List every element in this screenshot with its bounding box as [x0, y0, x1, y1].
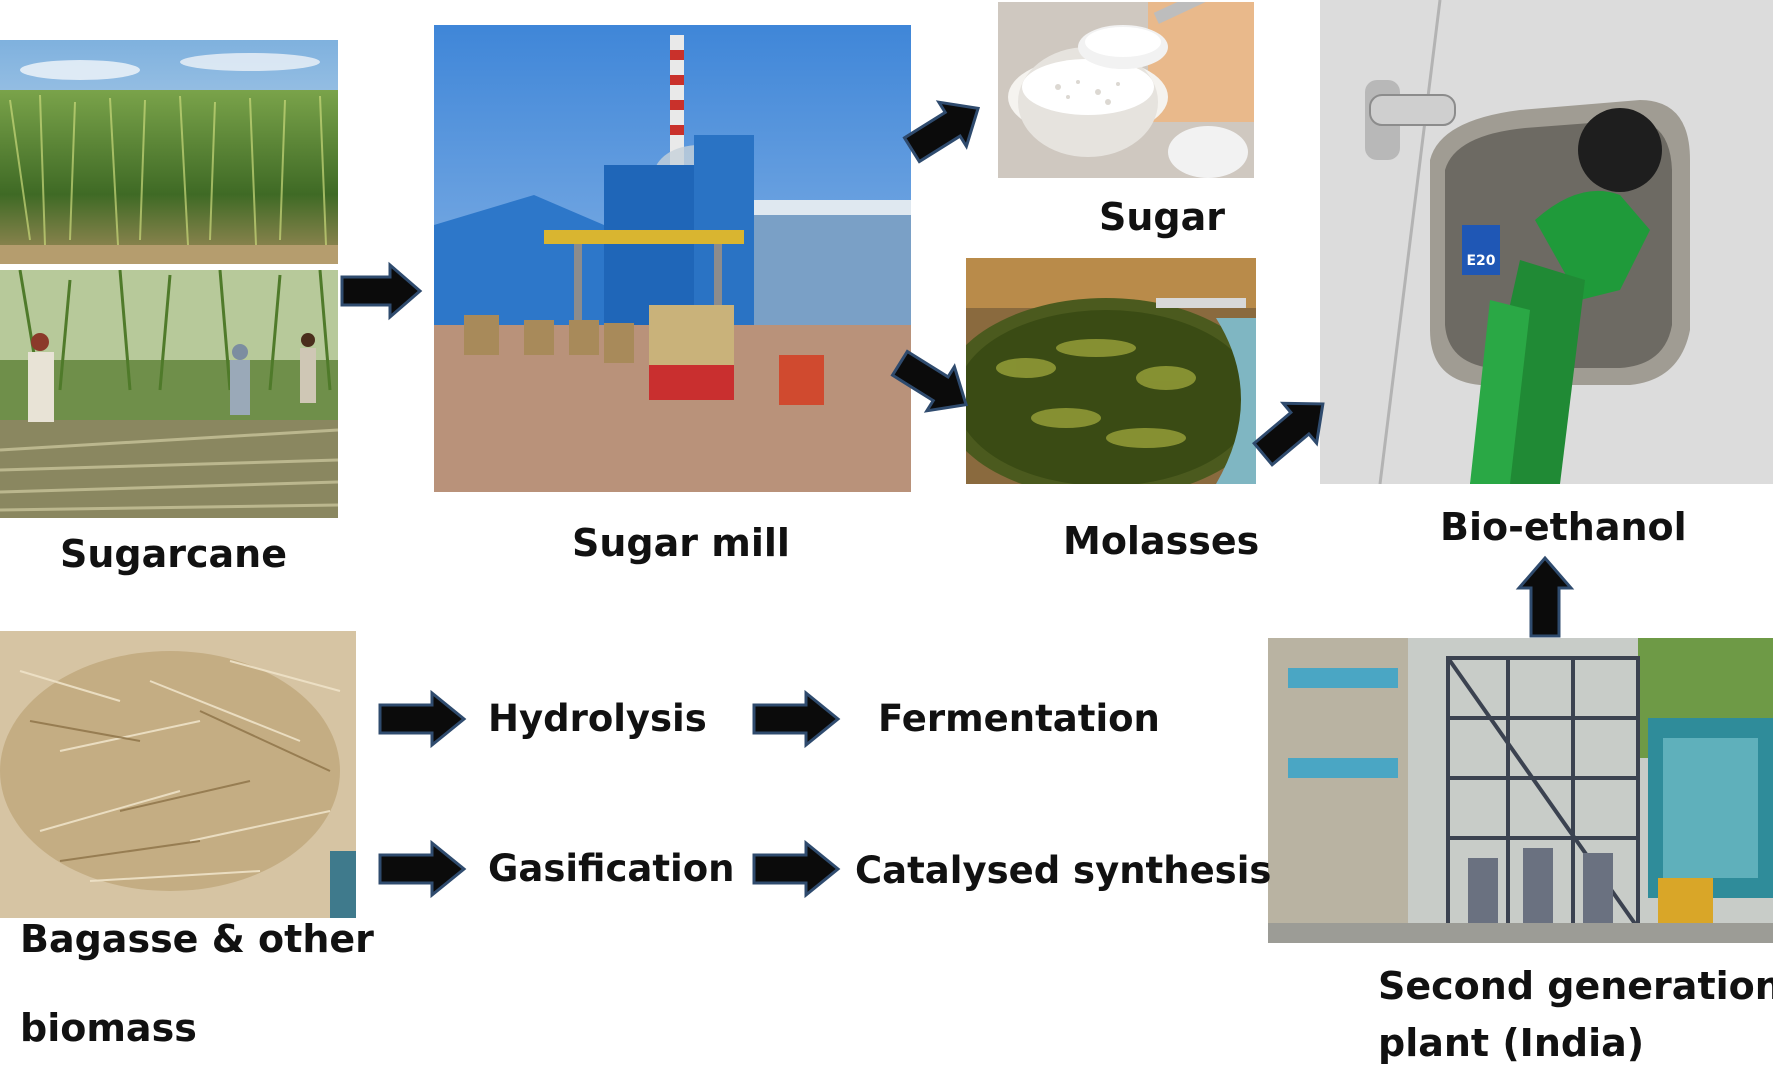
- arrow-bagasse-to-hydrolysis: [378, 689, 467, 749]
- bagasse-photo: [0, 631, 356, 918]
- label-fermentation: Fermentation: [878, 697, 1160, 740]
- label-sugar: Sugar: [1099, 195, 1226, 239]
- arrow-mill-to-molasses: [883, 338, 983, 431]
- arrow-sugarcane-to-mill: [340, 261, 423, 321]
- label-molasses: Molasses: [1063, 519, 1260, 563]
- label-sugarcane: Sugarcane: [60, 532, 287, 576]
- sugarcane-harvest-photo: [0, 270, 338, 518]
- label-bagasse-line1: Bagasse & other: [20, 917, 374, 961]
- label-second-gen-line1: Second generation: [1378, 964, 1773, 1008]
- arrow-hydrolysis-to-fermentation: [752, 689, 841, 749]
- molasses-photo: [966, 258, 1256, 484]
- arrow-plant-to-ethanol: [1515, 555, 1575, 638]
- e20-badge-text: E20: [1466, 253, 1495, 269]
- label-catalysed-synthesis: Catalysed synthesis: [855, 849, 1272, 892]
- sugar-photo: [998, 2, 1254, 178]
- sugarcane-field-photo: [0, 40, 338, 264]
- label-second-gen-line2: plant (India): [1378, 1021, 1645, 1065]
- label-sugar-mill: Sugar mill: [572, 521, 790, 565]
- arrow-bagasse-to-gasification: [378, 839, 467, 899]
- label-hydrolysis: Hydrolysis: [488, 697, 707, 740]
- second-gen-plant-photo: [1268, 638, 1773, 943]
- arrow-mill-to-sugar: [895, 83, 995, 176]
- arrow-gasification-to-synthesis: [752, 839, 841, 899]
- label-bio-ethanol: Bio-ethanol: [1440, 505, 1687, 549]
- bio-ethanol-photo: E20: [1320, 0, 1773, 484]
- label-bagasse-line2: biomass: [20, 1006, 197, 1050]
- arrow-molasses-to-ethanol: [1243, 380, 1343, 477]
- label-gasification: Gasification: [488, 847, 735, 890]
- sugar-mill-photo: [434, 25, 911, 492]
